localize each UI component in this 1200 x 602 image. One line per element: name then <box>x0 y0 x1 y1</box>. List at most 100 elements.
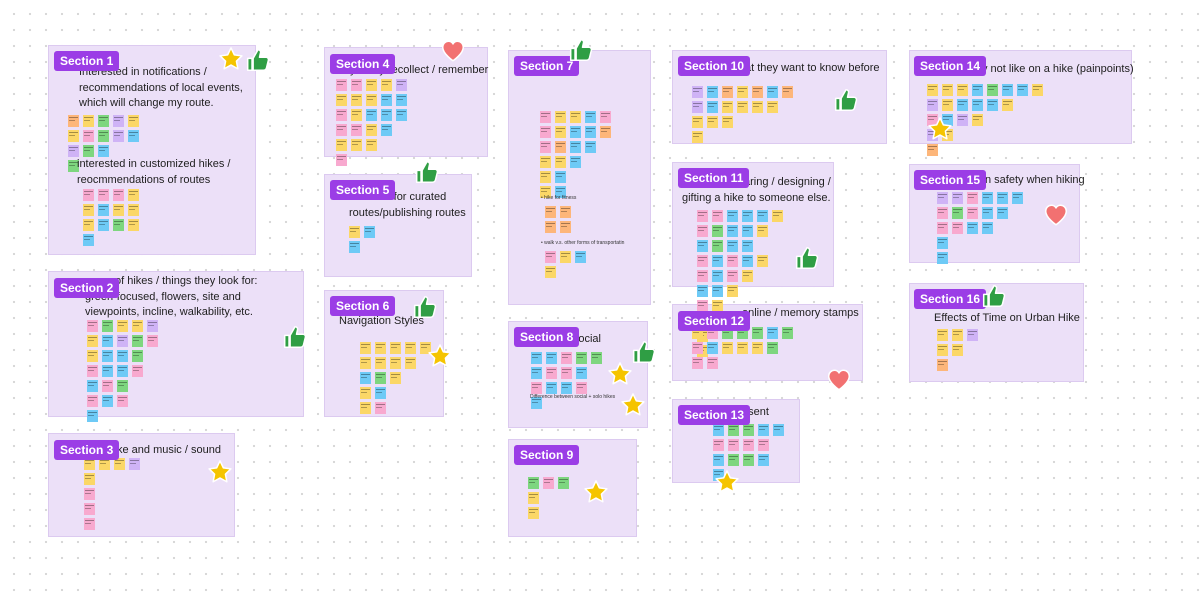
sticky-note[interactable] <box>375 372 386 384</box>
sticky-note[interactable] <box>102 365 113 377</box>
sticky-note[interactable] <box>952 207 963 219</box>
sticky-note[interactable] <box>570 156 581 168</box>
sticky-note[interactable] <box>83 189 94 201</box>
sticky-note[interactable] <box>87 350 98 362</box>
sticky-note[interactable] <box>351 94 362 106</box>
sticky-note[interactable] <box>366 124 377 136</box>
sticky-note[interactable] <box>707 86 718 98</box>
sticky-note[interactable] <box>743 439 754 451</box>
sticky-note[interactable] <box>113 189 124 201</box>
sticky-note[interactable] <box>531 397 542 409</box>
sticky-note[interactable] <box>727 270 738 282</box>
sticky-note[interactable] <box>692 357 703 369</box>
thumbs-up-icon[interactable] <box>568 37 594 63</box>
sticky-note[interactable] <box>543 477 554 489</box>
sticky-note[interactable] <box>937 359 948 371</box>
sticky-note[interactable] <box>727 240 738 252</box>
sticky-note[interactable] <box>575 251 586 263</box>
sticky-note[interactable] <box>600 111 611 123</box>
sticky-note[interactable] <box>967 192 978 204</box>
sticky-note[interactable] <box>561 352 572 364</box>
sticky-note[interactable] <box>83 204 94 216</box>
sticky-note[interactable] <box>697 210 708 222</box>
sticky-note[interactable] <box>982 222 993 234</box>
sticky-note[interactable] <box>98 204 109 216</box>
sticky-note[interactable] <box>576 367 587 379</box>
sticky-note[interactable] <box>757 210 768 222</box>
sticky-note[interactable] <box>722 327 733 339</box>
sticky-note[interactable] <box>692 131 703 143</box>
sticky-note[interactable] <box>752 327 763 339</box>
section-8-label[interactable]: Section 8 <box>514 327 580 347</box>
sticky-note[interactable] <box>728 454 739 466</box>
sticky-note[interactable] <box>117 380 128 392</box>
sticky-note[interactable] <box>545 221 556 233</box>
sticky-note[interactable] <box>937 192 948 204</box>
star-icon[interactable] <box>427 343 453 369</box>
sticky-note[interactable] <box>102 395 113 407</box>
sticky-note[interactable] <box>972 84 983 96</box>
sticky-note[interactable] <box>366 109 377 121</box>
sticky-note[interactable] <box>396 79 407 91</box>
sticky-note[interactable] <box>937 237 948 249</box>
sticky-note[interactable] <box>697 285 708 297</box>
sticky-note[interactable] <box>546 367 557 379</box>
sticky-note[interactable] <box>360 387 371 399</box>
sticky-note[interactable] <box>757 255 768 267</box>
sticky-note[interactable] <box>742 225 753 237</box>
sticky-note[interactable] <box>927 144 938 156</box>
sticky-note[interactable] <box>420 342 431 354</box>
sticky-note[interactable] <box>742 210 753 222</box>
sticky-note[interactable] <box>366 139 377 151</box>
section-3-label[interactable]: Section 3 <box>54 440 120 460</box>
sticky-note[interactable] <box>561 367 572 379</box>
heart-icon[interactable] <box>826 367 852 393</box>
sticky-note[interactable] <box>692 342 703 354</box>
sticky-note[interactable] <box>540 126 551 138</box>
sticky-note[interactable] <box>772 210 783 222</box>
sticky-note[interactable] <box>405 342 416 354</box>
sticky-note[interactable] <box>927 99 938 111</box>
thumbs-up-icon[interactable] <box>794 245 820 271</box>
sticky-note[interactable] <box>113 115 124 127</box>
sticky-note[interactable] <box>1002 84 1013 96</box>
sticky-note[interactable] <box>528 492 539 504</box>
sticky-note[interactable] <box>782 327 793 339</box>
sticky-note[interactable] <box>113 219 124 231</box>
sticky-note[interactable] <box>540 141 551 153</box>
sticky-note[interactable] <box>713 469 724 481</box>
sticky-note[interactable] <box>396 109 407 121</box>
heart-icon[interactable] <box>440 38 466 64</box>
sticky-note[interactable] <box>560 206 571 218</box>
sticky-note[interactable] <box>545 266 556 278</box>
sticky-note[interactable] <box>722 116 733 128</box>
sticky-note[interactable] <box>381 94 392 106</box>
sticky-note[interactable] <box>742 240 753 252</box>
sticky-note[interactable] <box>1032 84 1043 96</box>
sticky-note[interactable] <box>1012 192 1023 204</box>
thumbs-up-icon[interactable] <box>414 159 440 185</box>
section-4-label[interactable]: Section 4 <box>330 54 396 74</box>
sticky-note[interactable] <box>937 329 948 341</box>
sticky-note[interactable] <box>102 320 113 332</box>
sticky-note[interactable] <box>712 225 723 237</box>
sticky-note[interactable] <box>98 145 109 157</box>
star-icon[interactable] <box>927 116 953 142</box>
sticky-note[interactable] <box>570 126 581 138</box>
sticky-note[interactable] <box>967 329 978 341</box>
sticky-note[interactable] <box>743 424 754 436</box>
sticky-note[interactable] <box>560 221 571 233</box>
sticky-note[interactable] <box>972 99 983 111</box>
sticky-note[interactable] <box>396 94 407 106</box>
sticky-note[interactable] <box>737 327 748 339</box>
sticky-note[interactable] <box>528 477 539 489</box>
sticky-note[interactable] <box>585 141 596 153</box>
sticky-note[interactable] <box>957 99 968 111</box>
sticky-note[interactable] <box>957 114 968 126</box>
sticky-note[interactable] <box>360 357 371 369</box>
sticky-note[interactable] <box>773 424 784 436</box>
sticky-note[interactable] <box>728 439 739 451</box>
sticky-note[interactable] <box>68 160 79 172</box>
section-5-label[interactable]: Section 5 <box>330 180 396 200</box>
sticky-note[interactable] <box>767 101 778 113</box>
